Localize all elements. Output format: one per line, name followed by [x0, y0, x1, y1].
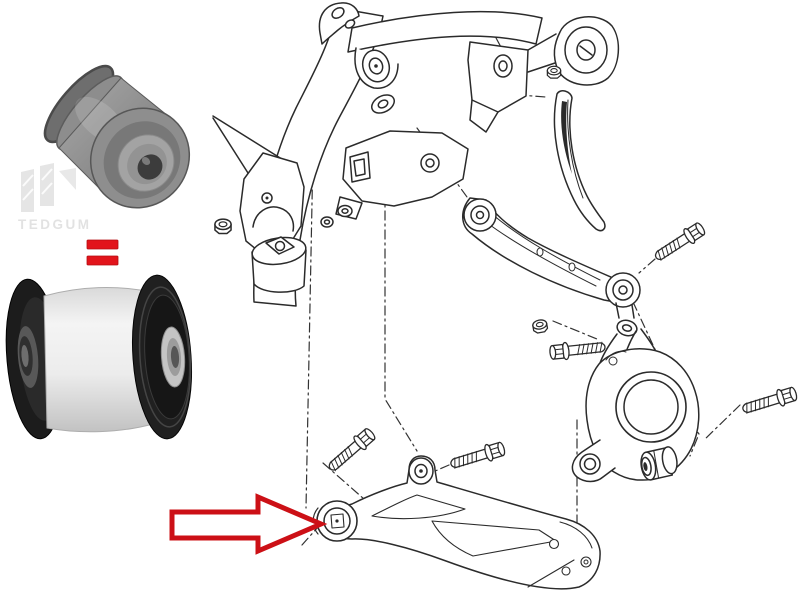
bolt-icon	[650, 219, 708, 266]
top-bushing-photo	[43, 64, 191, 209]
lower-control-arm	[312, 455, 601, 590]
logo-triangle-icon	[59, 168, 76, 190]
subframe-rear-bracket	[342, 130, 469, 207]
red-arrow-icon	[169, 493, 328, 555]
nut-icon	[214, 218, 232, 235]
bolt-icon	[739, 384, 800, 419]
equals-bar	[86, 255, 119, 266]
suspension-diagram	[212, 2, 800, 590]
blade-link	[553, 90, 606, 232]
watermark-text: TEDGUM	[18, 217, 92, 232]
bottom-bushing-photo	[5, 274, 192, 440]
logo-bar-icon	[40, 163, 54, 206]
bolt-icon	[548, 337, 607, 362]
upper-control-arm	[462, 197, 641, 319]
nut-icon	[546, 65, 562, 79]
tedgum-watermark: TEDGUM	[18, 163, 92, 232]
equals-bar	[86, 239, 119, 250]
location-arrow	[169, 493, 328, 555]
equals-sign	[86, 239, 119, 266]
wheel-knuckle	[571, 319, 700, 483]
bolt-icon	[323, 425, 379, 476]
nut-icon	[531, 318, 549, 335]
subframe-side-bracket	[212, 115, 307, 293]
bolt-icon	[447, 439, 508, 474]
logo-bar-icon	[21, 169, 34, 212]
spool-bushing	[640, 446, 678, 481]
upper-mount-bracket	[467, 16, 620, 133]
core-bore	[170, 346, 180, 368]
leader-lines	[301, 20, 741, 557]
